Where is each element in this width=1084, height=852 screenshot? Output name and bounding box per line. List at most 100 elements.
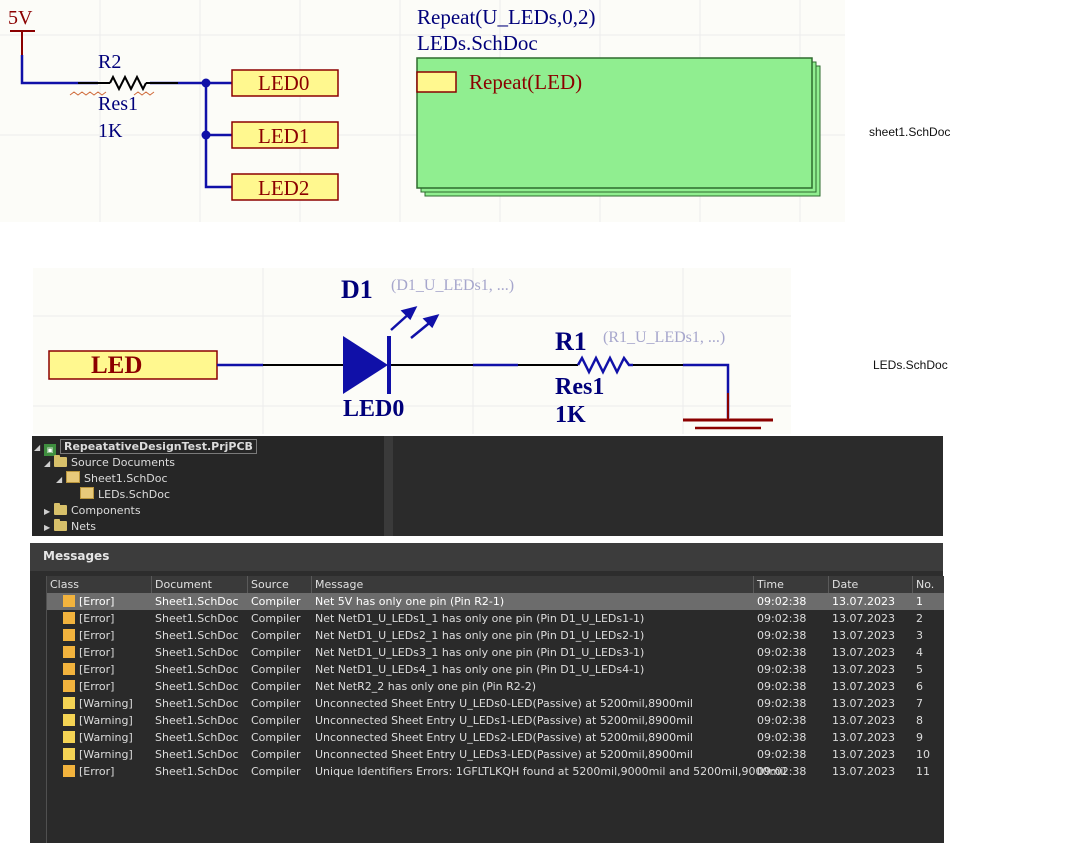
message-time-cell: 09:02:38 (757, 731, 807, 744)
sheet-symbol-u-leds[interactable]: Repeat(U_LEDs,0,2) LEDs.SchDoc Repeat(LE… (416, 5, 821, 197)
sheet-symbol-file: LEDs.SchDoc (417, 31, 538, 55)
message-no-cell: 7 (916, 697, 923, 710)
light-arrows-icon (390, 306, 440, 339)
message-source-cell: Compiler (251, 663, 301, 676)
resistor-designator: R1 (555, 327, 587, 356)
projects-panel: ◢▣RepeatativeDesignTest.PrjPCB ◢Source D… (32, 436, 943, 536)
message-class-label: [Error] (79, 680, 115, 693)
collapse-arrow-icon[interactable]: ◢ (44, 459, 51, 468)
message-date-cell: 13.07.2023 (832, 748, 895, 761)
message-class-cell: [Error] (63, 763, 152, 780)
expand-arrow-icon[interactable]: ▶ (44, 507, 51, 516)
column-header-document[interactable]: Document (152, 576, 248, 593)
message-class-cell: [Warning] (63, 712, 152, 729)
message-class-cell: [Warning] (63, 746, 152, 763)
sheet-entry-led[interactable] (416, 71, 457, 93)
folder-icon (54, 503, 67, 515)
message-row[interactable]: [Error]Sheet1.SchDoc Compiler Net NetD1_U_… (47, 661, 944, 678)
message-class-cell: [Error] (63, 593, 152, 610)
message-source-cell: Compiler (251, 748, 301, 761)
message-time-cell: 09:02:38 (757, 646, 807, 659)
resistor-value: 1K (555, 402, 586, 428)
resistor-r1[interactable]: R1 (R1_U_LEDs1, ...) Res1 1K (555, 327, 725, 428)
tree-item-label: LEDs.SchDoc (98, 488, 171, 501)
panel-splitter[interactable] (384, 436, 393, 536)
expand-arrow-icon[interactable]: ▶ (44, 523, 51, 532)
project-tree: ◢▣RepeatativeDesignTest.PrjPCB ◢Source D… (32, 436, 384, 536)
message-date-cell: 13.07.2023 (832, 765, 895, 778)
port-label: LED0 (258, 71, 309, 95)
collapse-arrow-icon[interactable]: ◢ (56, 475, 63, 484)
message-document-cell: Sheet1.SchDoc (155, 680, 239, 693)
message-source-cell: Compiler (251, 646, 301, 659)
tree-item-components[interactable]: ▶Components (44, 503, 141, 519)
message-class-cell: [Warning] (63, 695, 152, 712)
messages-table: Class Document Source Message Time Date … (46, 576, 944, 843)
column-header-message[interactable]: Message (312, 576, 754, 593)
message-no-cell: 8 (916, 714, 923, 727)
ground-symbol-icon[interactable] (683, 393, 773, 430)
message-date-cell: 13.07.2023 (832, 629, 895, 642)
warning-icon (63, 714, 75, 726)
message-date-cell: 13.07.2023 (832, 714, 895, 727)
tree-item-leds[interactable]: LEDs.SchDoc (80, 487, 170, 503)
error-icon (63, 765, 75, 777)
message-document-cell: Sheet1.SchDoc (155, 765, 239, 778)
resistor-designator: R2 (98, 51, 121, 73)
port-led1[interactable]: LED1 (231, 121, 339, 149)
message-source-cell: Compiler (251, 731, 301, 744)
message-class-cell: [Error] (63, 661, 152, 678)
folder-icon (54, 455, 67, 467)
power-port-5v[interactable]: 5V (8, 7, 35, 55)
column-header-source[interactable]: Source (248, 576, 312, 593)
message-time-cell: 09:02:38 (757, 697, 807, 710)
schematic-doc-icon (66, 471, 80, 483)
schematic-doc-icon (80, 487, 94, 499)
message-row[interactable]: [Error] Sheet1.SchDoc Compiler Net NetR2_2 … (47, 678, 944, 695)
port-led0[interactable]: LED0 (231, 69, 339, 97)
message-document-cell: Sheet1.SchDoc (155, 697, 239, 710)
message-source-cell: Compiler (251, 595, 301, 608)
diode-designator: D1 (341, 275, 373, 304)
led-diode-d1[interactable]: D1 (D1_U_LEDs1, ...) LED0 (341, 275, 514, 422)
message-class-label: [Error] (79, 612, 115, 625)
message-source-cell: Compiler (251, 680, 301, 693)
message-time-cell: 09:02:38 (757, 629, 807, 642)
tree-item-nets[interactable]: ▶Nets (44, 519, 96, 535)
message-message-cell: Net NetR2_2 has only one pin (Pin R2-2) (315, 680, 537, 693)
message-class-label: [Warning] (79, 714, 133, 727)
collapse-arrow-icon[interactable]: ◢ (34, 443, 41, 452)
tree-item-project[interactable]: ◢▣RepeatativeDesignTest.PrjPCB (34, 439, 257, 456)
tree-item-sheet1[interactable]: ◢Sheet1.SchDoc (56, 471, 168, 487)
message-message-cell: Unconnected Sheet Entry U_LEDs3-LED(Pass… (315, 748, 693, 761)
message-time-cell: 09:02:38 (757, 595, 807, 608)
column-header-time[interactable]: Time (754, 576, 829, 593)
message-message-cell: Net NetD1_U_LEDs2_1 has only one pin (Pi… (315, 629, 645, 642)
resistor-comment: Res1 (98, 93, 138, 115)
port-led2[interactable]: LED2 (231, 173, 339, 201)
column-header-date[interactable]: Date (829, 576, 913, 593)
error-icon (63, 646, 75, 658)
message-no-cell: 2 (916, 612, 923, 625)
sheet1-schematic: 5V R2 Res1 1K LED0 LED1 LED2 Repeat(U_LE… (0, 0, 845, 222)
port-led[interactable]: LED (48, 350, 218, 380)
message-message-cell: Net NetD1_U_LEDs4_1 has only one pin (Pi… (315, 663, 645, 676)
column-header-class[interactable]: Class (47, 576, 152, 593)
tree-item-source-documents[interactable]: ◢Source Documents (44, 455, 175, 471)
resistor-r2[interactable]: R2 Res1 1K (69, 51, 178, 142)
pcb-project-icon: ▣ (44, 444, 56, 456)
column-header-no[interactable]: No. (913, 576, 944, 593)
message-document-cell: Sheet1.SchDoc (155, 663, 239, 676)
resistor-value: 1K (98, 120, 123, 142)
error-icon (63, 595, 75, 607)
message-time-cell: 09:02:38 (757, 680, 807, 693)
